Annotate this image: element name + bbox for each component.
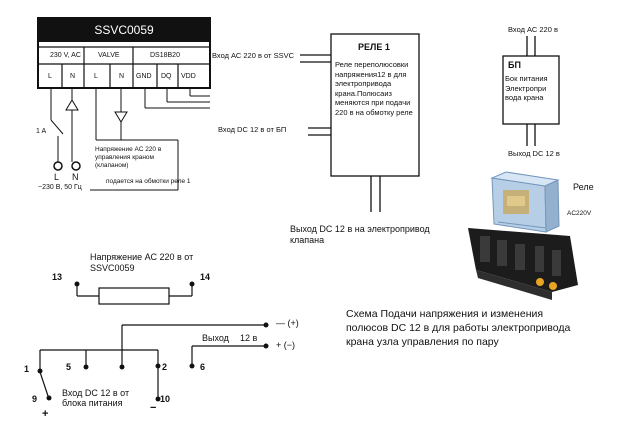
relay-photo [468,171,578,300]
controller-term-n: N [72,172,79,182]
relay1-input-ac: Вход АС 220 в от SSVC [212,51,295,60]
input-minus-sign: − [150,402,157,414]
output-plus-minus: + (−) [276,340,296,350]
relay1-output: Выход DC 12 в на электропривод клапана [290,224,430,245]
controller-group-230: 230 V, AC [50,52,81,59]
output-label: Выход [202,333,229,343]
controller-title: SSVC0059 [39,18,209,42]
contact-pin-2: 2 [162,362,168,372]
controller-pin-3: L [94,73,98,80]
controller-note: Напряжение АС 220 в управления краном (к… [95,146,162,169]
contacts-dots [37,322,269,402]
controller-fuse-label: 1 A [36,128,47,135]
psu-title: БП [508,60,521,70]
contacts-input-label: Вход DC 12 в от блока питания [62,388,130,408]
controller-group-valve: VALVE [98,52,120,59]
controller-note2: подается на обмотки реле 1 [106,178,191,185]
controller-group-ds: DS18B20 [150,52,180,59]
coil-pin-14: 14 [200,272,211,282]
input-plus-sign: + [42,408,49,420]
psu-block [502,36,560,146]
controller-supply-label: ~230 В, 50 Гц [38,184,82,191]
psu-output-dc: Выход DC 12 в [508,149,560,158]
relay1-input-dc: Вход DC 12 в от БП [218,125,287,134]
controller-pin-5: GND [136,73,152,80]
contact-pin-5: 5 [66,362,72,372]
psu-description: Бок питания Электропри вода крана [505,74,548,102]
controller-pin-1: L [48,73,52,80]
photo-relay-marking: AC220V [567,210,592,217]
coil-pin-13: 13 [52,272,63,282]
contact-pin-10: 10 [160,394,171,404]
controller-term-l: L [54,172,60,182]
output-minus-plus: — (+) [276,318,299,328]
relay1-description: Реле переполюсовки напряжения12 в для эл… [335,60,413,117]
coil-label: Напряжение АС 220 в от SSVC0059 [90,252,194,273]
contact-pin-6: 6 [200,362,206,372]
psu-input-ac: Вход АС 220 в [508,25,558,34]
controller-pin-7: VDD [181,73,196,80]
photo-relay-label: Реле [573,182,594,192]
diagram-caption: Схема Подачи напряжения и изменения полю… [346,308,571,348]
controller-wires [50,88,210,191]
controller-pin-2: N [70,73,76,80]
controller-pin-4: N [119,73,125,80]
contact-pin-1: 1 [24,364,30,374]
controller-terminals [53,161,81,171]
relay1-block [300,33,420,212]
output-voltage: 12 в [240,333,258,343]
relay1-title: РЕЛЕ 1 [358,42,390,52]
controller-pin-6: DQ [161,73,172,80]
coil-terminals [74,281,195,287]
contacts-wires [39,324,266,398]
coil-resistor [76,284,193,305]
contact-pin-9: 9 [32,394,38,404]
